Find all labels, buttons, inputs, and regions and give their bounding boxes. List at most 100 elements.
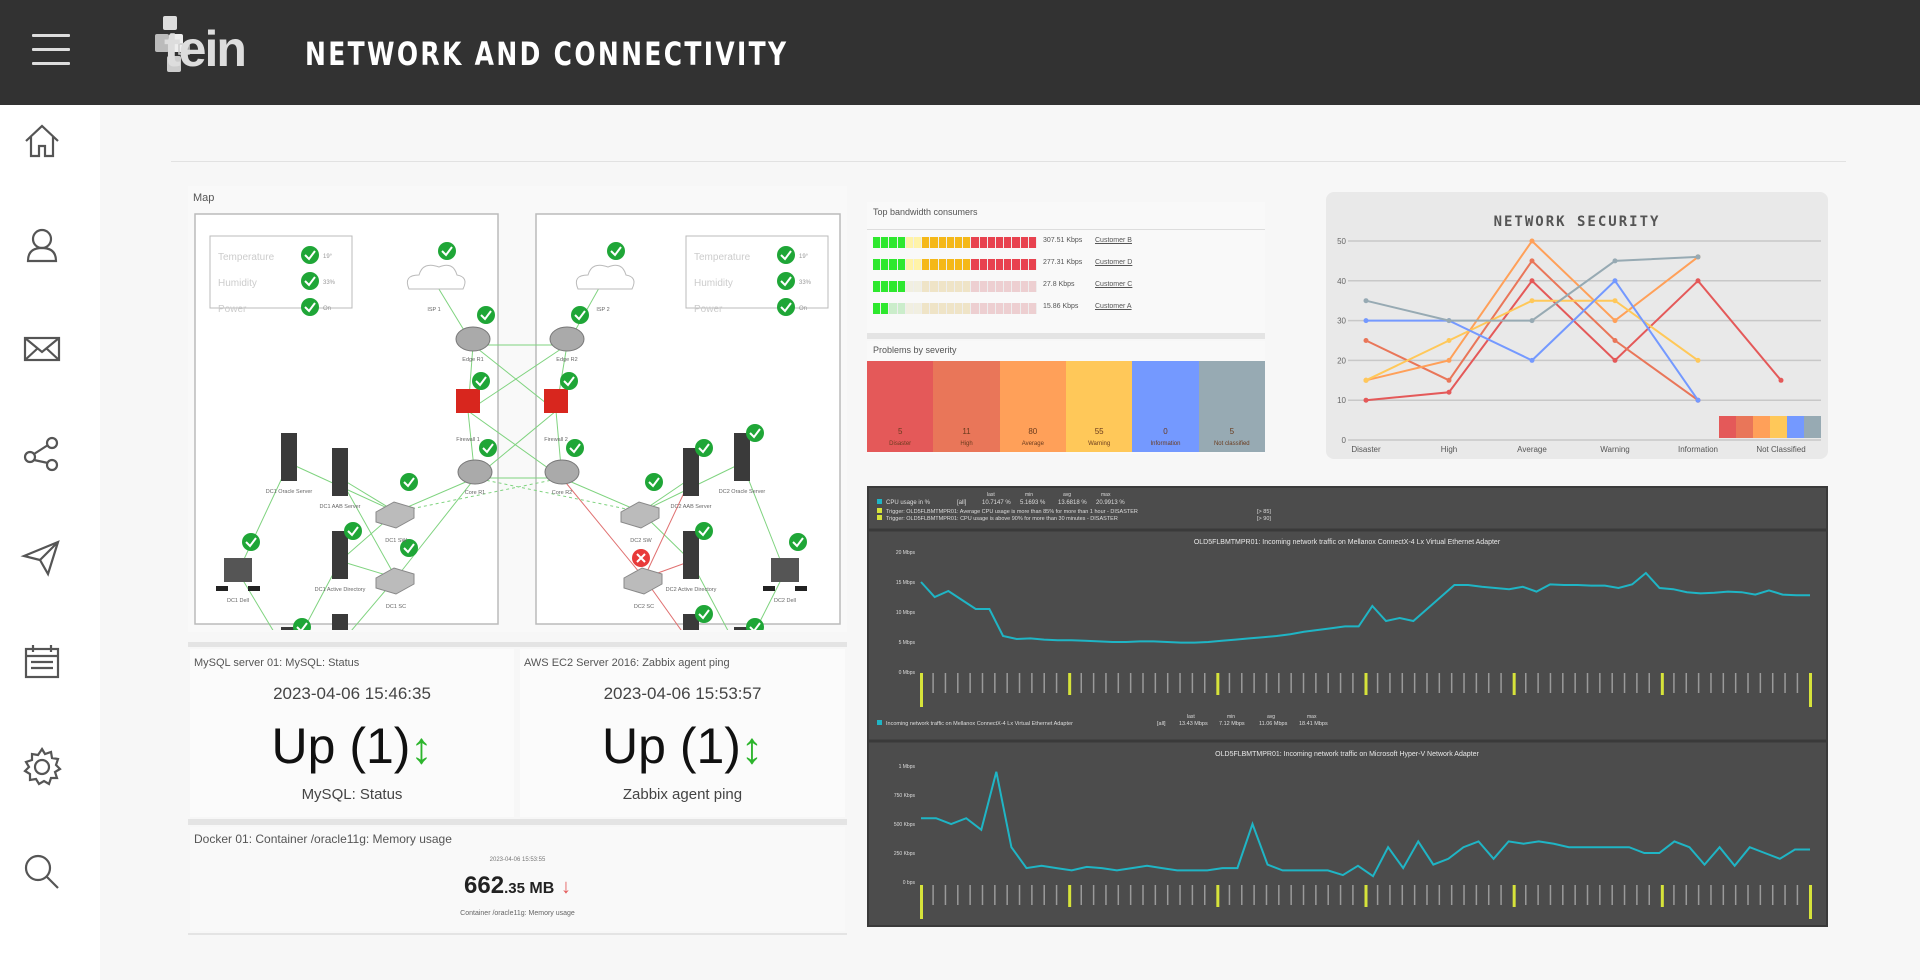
- time-tick: [1018, 885, 1021, 905]
- sidebar-item-search[interactable]: [20, 850, 64, 894]
- time-tick: [1487, 673, 1490, 693]
- map-node-server[interactable]: [281, 433, 297, 481]
- bandwidth-bar: [873, 281, 1037, 292]
- data-point: [1446, 357, 1452, 363]
- check-mark: [482, 443, 494, 454]
- check-mark: [563, 376, 575, 387]
- time-tick: [1512, 673, 1516, 695]
- customer-link[interactable]: Customer B: [1095, 237, 1132, 244]
- map-node-cloud[interactable]: [406, 242, 466, 290]
- time-tick: [1697, 673, 1700, 693]
- sidebar-item-settings[interactable]: [20, 745, 64, 789]
- sidebar-item-calendar[interactable]: [20, 640, 64, 684]
- docker-memory-widget[interactable]: Docker 01: Container /oracle11g: Memory …: [190, 827, 845, 931]
- check-mark: [304, 250, 316, 261]
- legend-agg: [all]: [1157, 721, 1166, 727]
- map-node-switch[interactable]: [375, 473, 418, 529]
- ok-check-icon: [777, 272, 795, 290]
- bar-segment: [946, 303, 955, 314]
- map-node-router[interactable]: [544, 439, 584, 485]
- time-tick: [1648, 673, 1650, 693]
- time-tick: [1734, 673, 1737, 693]
- map-node-switch[interactable]: [375, 539, 418, 595]
- map-node-server[interactable]: [332, 448, 348, 496]
- customer-link[interactable]: Customer C: [1095, 281, 1133, 288]
- map-node-server[interactable]: [683, 439, 713, 496]
- map-node-server[interactable]: [734, 424, 764, 481]
- map-node-pc[interactable]: [763, 533, 807, 591]
- trigger-swatch: [877, 508, 882, 513]
- sidebar-item-home[interactable]: [20, 119, 64, 163]
- map-node-pc[interactable]: [216, 533, 260, 591]
- env-value: On: [323, 306, 331, 312]
- map-node-server[interactable]: [683, 522, 713, 579]
- time-tick: [1759, 673, 1762, 693]
- time-tick: [1722, 885, 1725, 905]
- map-node-server[interactable]: [683, 605, 713, 630]
- time-tick: [1660, 673, 1664, 695]
- check-mark: [296, 622, 308, 630]
- time-tick: [932, 885, 934, 905]
- map-node-switch[interactable]: [620, 473, 663, 529]
- sidebar-item-user[interactable]: [20, 223, 64, 267]
- series-line-not-classified: [1365, 255, 1699, 322]
- time-tick: [1364, 885, 1368, 907]
- bar-segment: [1004, 259, 1012, 270]
- sidebar-item-network[interactable]: [20, 431, 64, 475]
- map-node-cloud[interactable]: [575, 242, 635, 290]
- aws-agent-ping-widget[interactable]: AWS EC2 Server 2016: Zabbix agent ping 2…: [520, 649, 845, 817]
- data-point: [1612, 278, 1618, 284]
- time-tick: [1623, 885, 1626, 905]
- time-tick: [1105, 885, 1107, 905]
- customer-link[interactable]: Customer A: [1095, 303, 1132, 310]
- legend-label: Incoming network traffic on Mellanox Con…: [886, 721, 1073, 727]
- time-tick: [1068, 673, 1072, 695]
- hamburger-menu-button[interactable]: [32, 34, 70, 70]
- time-tick: [1228, 885, 1231, 905]
- env-label: Humidity: [694, 278, 733, 289]
- time-tick: [1401, 673, 1404, 693]
- switch-icon: [620, 501, 660, 529]
- sidebar-item-mail[interactable]: [20, 327, 64, 371]
- bar-segment: [922, 303, 930, 314]
- map-node-server[interactable]: [332, 522, 362, 579]
- map-node-firewall[interactable]: [544, 372, 578, 413]
- sidebar-item-send[interactable]: [20, 536, 64, 580]
- time-tick: [1734, 885, 1737, 905]
- firewall-icon: [456, 389, 480, 413]
- map-node-switch[interactable]: [623, 549, 663, 595]
- time-tick: [1636, 673, 1638, 693]
- node-label: DC1 Oracle Server: [266, 489, 313, 495]
- time-tick: [1500, 673, 1502, 693]
- env-value: On: [799, 306, 807, 312]
- map-node-server[interactable]: [734, 618, 764, 630]
- map-node-server[interactable]: [281, 618, 311, 630]
- map-node-firewall[interactable]: [456, 372, 490, 413]
- server-icon: [683, 531, 699, 579]
- map-node-router[interactable]: [455, 306, 495, 352]
- mysql-status-widget[interactable]: MySQL server 01: MySQL: Status 2023-04-0…: [190, 649, 514, 817]
- node-label: ISP 1: [427, 307, 440, 313]
- time-tick: [981, 673, 984, 693]
- check-mark: [441, 246, 453, 257]
- map-link: [237, 571, 274, 630]
- customer-link[interactable]: Customer D: [1095, 259, 1133, 266]
- traffic-line: [921, 771, 1810, 878]
- map-node-router[interactable]: [457, 439, 497, 485]
- check-mark: [780, 302, 792, 313]
- map-node-router[interactable]: [549, 306, 589, 352]
- map-node-server[interactable]: [332, 614, 348, 630]
- up-down-arrow-icon: ↕: [740, 724, 763, 773]
- value-decimals: .35: [504, 880, 525, 897]
- bar-segment: [987, 303, 996, 314]
- status-value: Up (1)↕: [520, 717, 845, 775]
- bar-segment: [971, 281, 979, 292]
